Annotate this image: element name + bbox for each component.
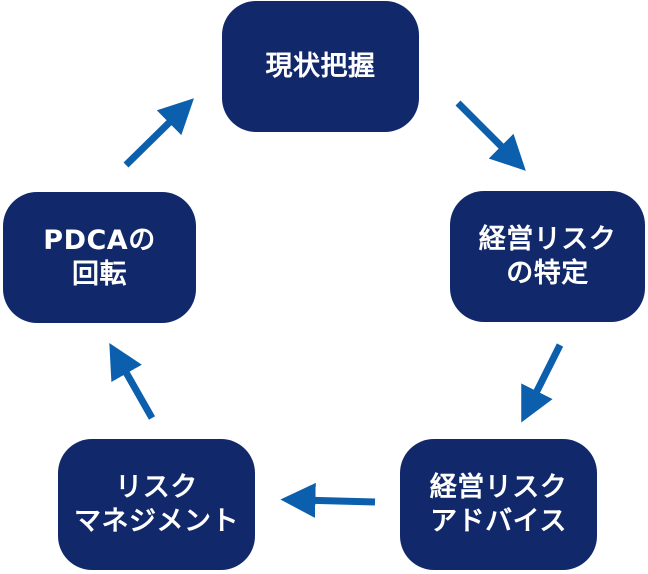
node-risk-management: リスク マネジメント — [58, 439, 255, 570]
node-pdca-line1: PDCAの — [43, 224, 156, 256]
node-risk-identification-line1: 経営リスク — [478, 223, 617, 255]
arrow-management-to-pdca — [109, 342, 156, 420]
node-situation-label: 現状把握 — [265, 50, 376, 82]
arrow-identification-to-advice — [521, 343, 564, 423]
arrow-situation-to-identification — [455, 100, 526, 171]
node-risk-advice: 経営リスク アドバイス — [400, 439, 597, 570]
node-risk-management-line1: リスク — [115, 471, 198, 503]
node-pdca-line2: 回転 — [72, 258, 127, 290]
node-risk-advice-line2: アドバイス — [430, 505, 567, 537]
node-risk-management-line2: マネジメント — [74, 505, 239, 537]
node-risk-advice-line1: 経営リスク — [429, 471, 568, 503]
node-risk-identification: 経営リスク の特定 — [450, 191, 645, 322]
node-risk-identification-line2: の特定 — [506, 257, 589, 289]
arrow-pdca-to-situation — [123, 98, 194, 168]
node-situation-assessment: 現状把握 — [222, 1, 419, 132]
node-pdca-cycle: PDCAの 回転 — [3, 192, 196, 323]
arrow-advice-to-management — [280, 482, 376, 518]
